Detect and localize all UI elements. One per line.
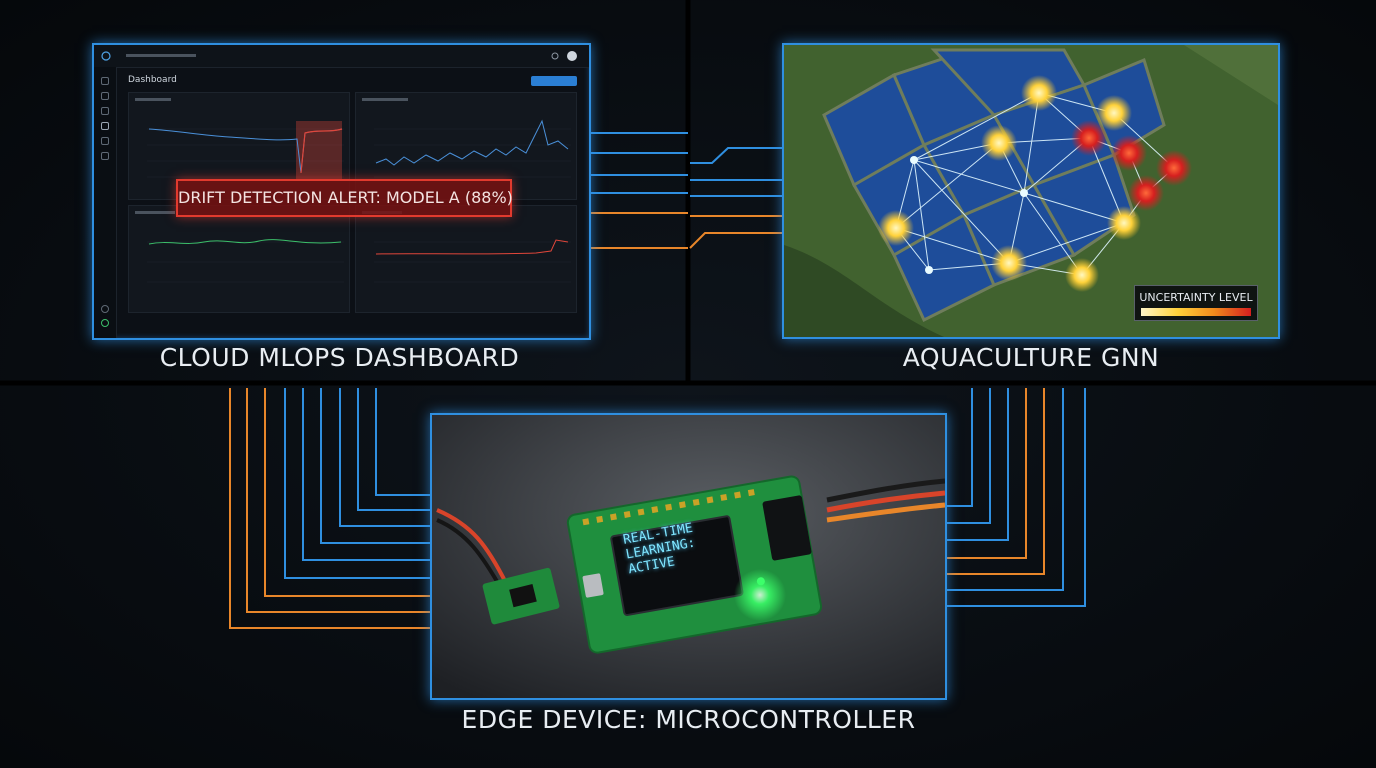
mlops-dashboard-panel: Dashboard xyxy=(92,43,591,340)
drift-alert-banner[interactable]: DRIFT DETECTION ALERT: MODEL A (88%) xyxy=(176,179,513,217)
caption-aquaculture-gnn: AQUACULTURE GNN xyxy=(902,343,1160,372)
data-icon[interactable] xyxy=(101,137,109,145)
primary-action-button[interactable] xyxy=(531,76,577,86)
chart-card-3 xyxy=(128,205,350,313)
dashboard-sidebar xyxy=(94,67,117,338)
gear-icon[interactable] xyxy=(101,152,109,160)
aquaculture-gnn-panel: UNCERTAINTY LEVEL xyxy=(782,43,1280,339)
legend-title: UNCERTAINTY LEVEL xyxy=(1139,291,1253,304)
edge-device-panel: REAL-TIME LEARNING: ACTIVE xyxy=(430,413,947,700)
power-icon[interactable] xyxy=(101,305,109,313)
chart-card-4 xyxy=(355,205,577,313)
avatar[interactable] xyxy=(567,51,577,61)
dashboard-topbar xyxy=(94,45,589,68)
caption-cloud-dashboard: CLOUD MLOPS DASHBOARD xyxy=(159,343,520,372)
status-icon xyxy=(101,319,109,327)
app-logo-icon xyxy=(101,51,111,61)
settings-icon[interactable] xyxy=(101,107,109,115)
legend-color-bar xyxy=(1141,308,1251,316)
uncertainty-legend: UNCERTAINTY LEVEL xyxy=(1134,285,1258,321)
caption-edge-device: EDGE DEVICE: MICROCONTROLLER xyxy=(461,705,916,734)
satellite-map xyxy=(784,45,1278,337)
microcontroller-photo xyxy=(432,415,945,698)
bell-icon[interactable] xyxy=(551,52,559,60)
models-icon[interactable] xyxy=(101,92,109,100)
home-icon[interactable] xyxy=(101,77,109,85)
page-title: Dashboard xyxy=(128,75,177,85)
monitor-icon[interactable] xyxy=(101,122,109,130)
